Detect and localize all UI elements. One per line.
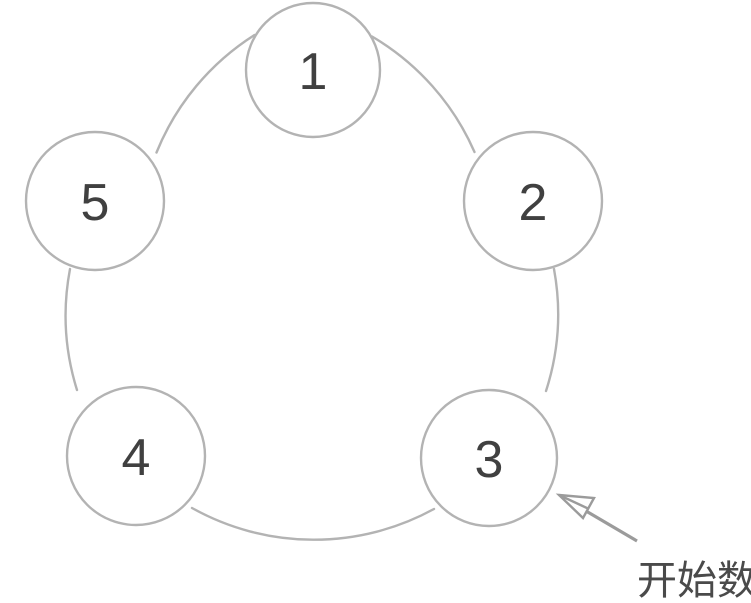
- node-group: 1 2 3 4 5: [24, 1, 604, 528]
- arc-3-to-4: [190, 506, 436, 541]
- arc-1-to-2: [370, 35, 476, 154]
- node-5-circle[interactable]: [24, 130, 166, 272]
- arc-5-to-1: [155, 33, 256, 154]
- node-3-circle[interactable]: [419, 388, 559, 528]
- node-1-circle[interactable]: [244, 1, 382, 139]
- node-4[interactable]: 4: [65, 385, 207, 527]
- node-5[interactable]: 5: [24, 130, 166, 272]
- arc-2-to-3: [544, 267, 560, 393]
- node-2-circle[interactable]: [462, 130, 604, 272]
- node-3-label: 3: [475, 431, 504, 489]
- node-2[interactable]: 2: [462, 130, 604, 272]
- node-1-label: 1: [299, 43, 328, 101]
- node-3[interactable]: 3: [419, 388, 559, 528]
- node-4-circle[interactable]: [65, 385, 207, 527]
- pointer-shaft-line: [585, 509, 638, 543]
- node-2-label: 2: [519, 174, 548, 232]
- start-pointer-annotation: [555, 493, 638, 543]
- ring-arc-group: [64, 33, 560, 541]
- arc-4-to-5: [64, 267, 79, 392]
- node-4-label: 4: [122, 429, 151, 487]
- pointer-arrowhead-inner-line: [558, 493, 590, 511]
- node-1[interactable]: 1: [244, 1, 382, 139]
- annotation-label: 开始数: [637, 558, 751, 603]
- node-5-label: 5: [81, 174, 110, 232]
